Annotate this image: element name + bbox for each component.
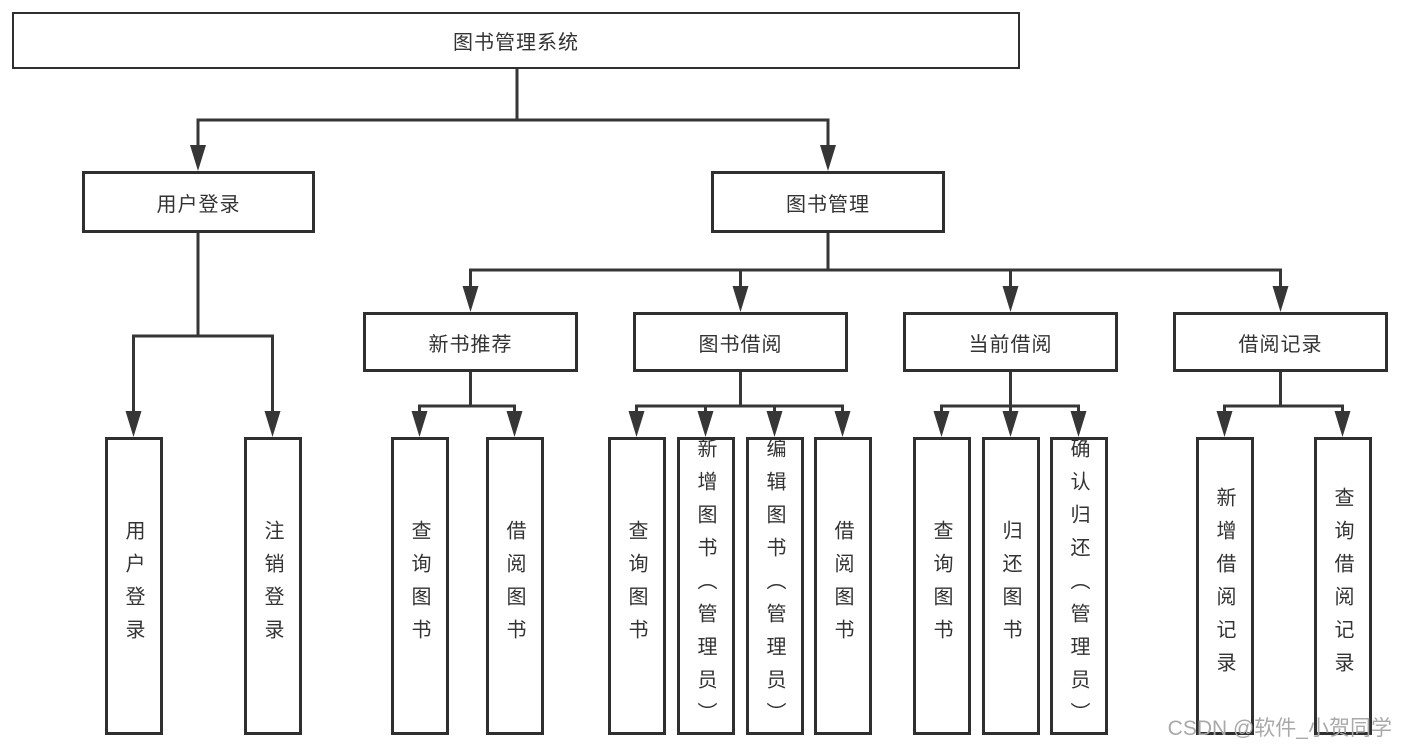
connector-user-login-lines [132,233,274,416]
leaf-user-login: 用户登录 [104,437,163,735]
leaf-confirm-return-admin-label: 确认归还（管理员） [1067,437,1089,735]
leaf-user-login-label: 用户登录 [122,520,144,652]
leaf-confirm-return-admin: 确认归还（管理员） [1049,437,1108,735]
leaf-edit-books-admin: 编辑图书（管理员） [745,437,804,735]
csdn-watermark: CSDN @软件_小贺同学 [1167,717,1392,740]
leaf-query-books-newbook-label: 查询图书 [408,520,430,652]
connector-user-login-to-leaves [125,233,281,437]
arrowheads-borrowing-leaves [628,411,851,437]
node-book-borrowing: 图书借阅 [633,312,848,372]
node-book-management: 图书管理 [711,171,945,233]
node-book-borrowing-label: 图书借阅 [698,333,783,356]
leaf-add-borrow-record-label: 新增借阅记录 [1213,487,1235,685]
leaf-edit-books-admin-label: 编辑图书（管理员） [763,437,785,735]
leaf-borrow-books-newbook-label: 借阅图书 [503,520,525,652]
node-book-management-label: 图书管理 [786,193,870,216]
node-borrow-records: 借阅记录 [1173,312,1388,372]
arrowheads-user-login-leaves [125,411,281,437]
node-user-login-label: 用户登录 [156,193,241,216]
connector-current-to-leaves [933,372,1087,437]
arrowheads-level3 [462,286,1289,312]
leaf-logout: 注销登录 [243,437,302,735]
leaf-borrow-books-borrowing: 借阅图书 [813,437,872,735]
arrowheads-level2 [190,145,836,171]
connector-root-to-level2 [190,69,836,171]
connector-borrowing-to-leaves [628,372,851,437]
connector-borrowing-lines [635,372,844,418]
connector-new-book-to-leaves [411,372,523,437]
leaf-add-borrow-record: 新增借阅记录 [1195,437,1254,735]
leaf-borrow-books-newbook: 借阅图书 [485,437,544,735]
node-library-system: 图书管理系统 [12,12,1020,69]
leaf-query-books-current: 查询图书 [912,437,971,735]
node-user-login: 用户登录 [82,171,315,233]
connector-book-mgmt-lines [469,233,1282,293]
leaf-query-books-current-label: 查询图书 [930,520,952,652]
leaf-return-books-label: 归还图书 [999,520,1021,652]
arrowheads-current-leaves [933,411,1087,437]
leaf-borrow-books-borrowing-label: 借阅图书 [831,520,853,652]
node-current-borrowing-label: 当前借阅 [968,333,1053,356]
node-new-book-recommend-label: 新书推荐 [428,333,513,356]
connector-records-lines [1223,372,1344,418]
connector-records-to-leaves [1216,372,1351,437]
leaf-query-borrow-record-label: 查询借阅记录 [1331,487,1353,685]
node-library-system-label: 图书管理系统 [453,32,579,54]
node-new-book-recommend: 新书推荐 [363,312,578,372]
leaf-return-books: 归还图书 [981,437,1040,735]
leaf-add-books-admin: 新增图书（管理员） [676,437,735,735]
leaf-query-books-borrowing-label: 查询图书 [625,520,647,652]
connector-new-book-lines [418,372,516,418]
leaf-query-books-newbook: 查询图书 [390,437,449,735]
node-current-borrowing: 当前借阅 [903,312,1118,372]
leaf-query-books-borrowing: 查询图书 [607,437,666,735]
arrowheads-records-leaves [1216,411,1351,437]
leaf-logout-label: 注销登录 [261,520,283,652]
connector-book-mgmt-to-level3 [462,233,1289,312]
node-borrow-records-label: 借阅记录 [1238,333,1323,356]
leaf-add-books-admin-label: 新增图书（管理员） [694,437,716,735]
leaf-query-borrow-record: 查询借阅记录 [1313,437,1372,735]
arrowheads-new-book-leaves [411,411,523,437]
connector-root-lines [196,69,830,150]
